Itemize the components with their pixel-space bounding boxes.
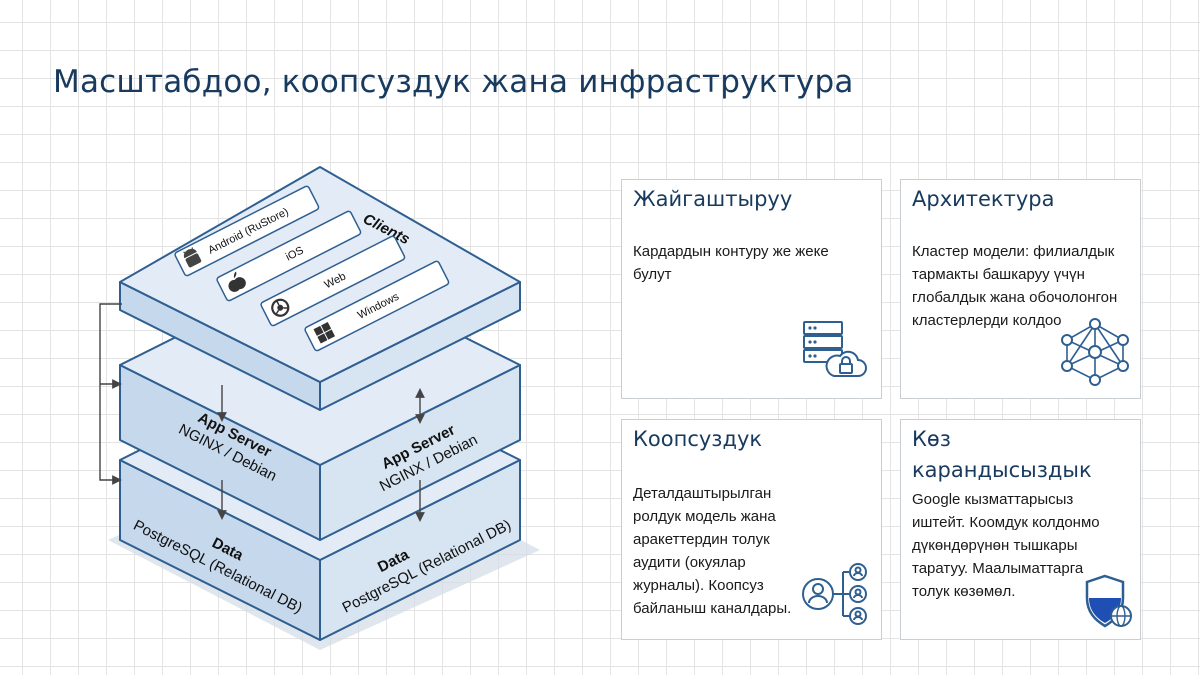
user-roles-icon <box>802 563 867 625</box>
shield-globe-icon <box>1085 574 1132 628</box>
card-independence-title: Көз карандысыздык <box>912 427 1092 482</box>
chrome-icon <box>271 298 290 317</box>
card-deployment: Жайгаштыруу Кардардын контуру же жеке бу… <box>621 179 882 399</box>
card-architecture-title: Архитектура <box>912 187 1055 211</box>
network-cluster-icon <box>1061 318 1129 386</box>
card-deployment-title: Жайгаштыруу <box>633 187 793 211</box>
server-cloud-lock-icon <box>803 321 867 377</box>
card-deployment-text: Кардардын контуру же жеке булут <box>633 243 829 283</box>
card-security-text: Деталдаштырылган ролдук модель жана арак… <box>633 485 792 617</box>
page-title: Масштабдоо, коопсуздук жана инфраструкту… <box>53 64 854 100</box>
flow-arrows <box>99 303 425 522</box>
card-security-title: Коопсуздук <box>633 427 763 451</box>
windows-icon <box>313 321 336 344</box>
client-item-web: Web <box>260 235 406 327</box>
loop-arrow <box>99 303 122 485</box>
android-icon <box>183 247 202 268</box>
apple-icon <box>228 271 246 292</box>
client-item-ios: iOS <box>216 210 362 302</box>
card-architecture-text: Кластер модели: филиалдык тармакты башка… <box>912 243 1118 329</box>
architecture-diagram: .top { fill:#e3ecf6; stroke:#2f5f91; str… <box>99 166 540 650</box>
card-architecture: Архитектура Кластер модели: филиалдык та… <box>900 179 1141 399</box>
card-independence: Көз карандысыздык Google кызматтарысыз и… <box>900 419 1141 640</box>
card-security: Коопсуздук Деталдаштырылган ролдук модел… <box>621 419 882 640</box>
card-independence-text: Google кызматтарысыз иштейт. Коомдук кол… <box>912 491 1100 600</box>
